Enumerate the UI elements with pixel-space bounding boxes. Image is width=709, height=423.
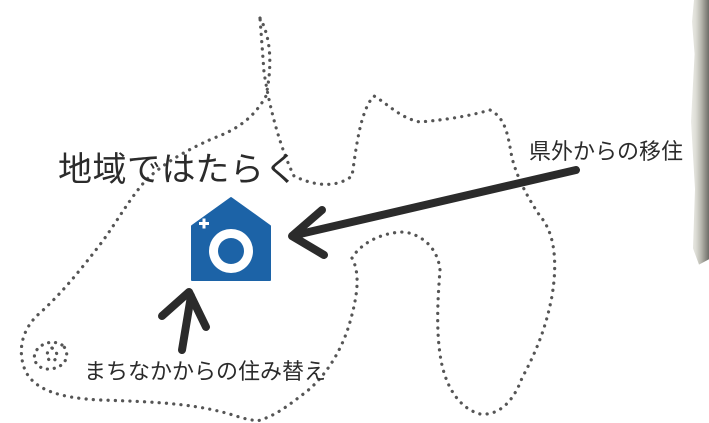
photo-edge <box>691 0 709 265</box>
label-relocation-from-outside: 県外からの移住 <box>529 140 684 165</box>
house-plus-icon <box>191 197 271 281</box>
heading-work-locally: 地域ではたらく <box>58 150 299 190</box>
label-move-within-town: まちなかからの住み替え <box>84 360 327 385</box>
